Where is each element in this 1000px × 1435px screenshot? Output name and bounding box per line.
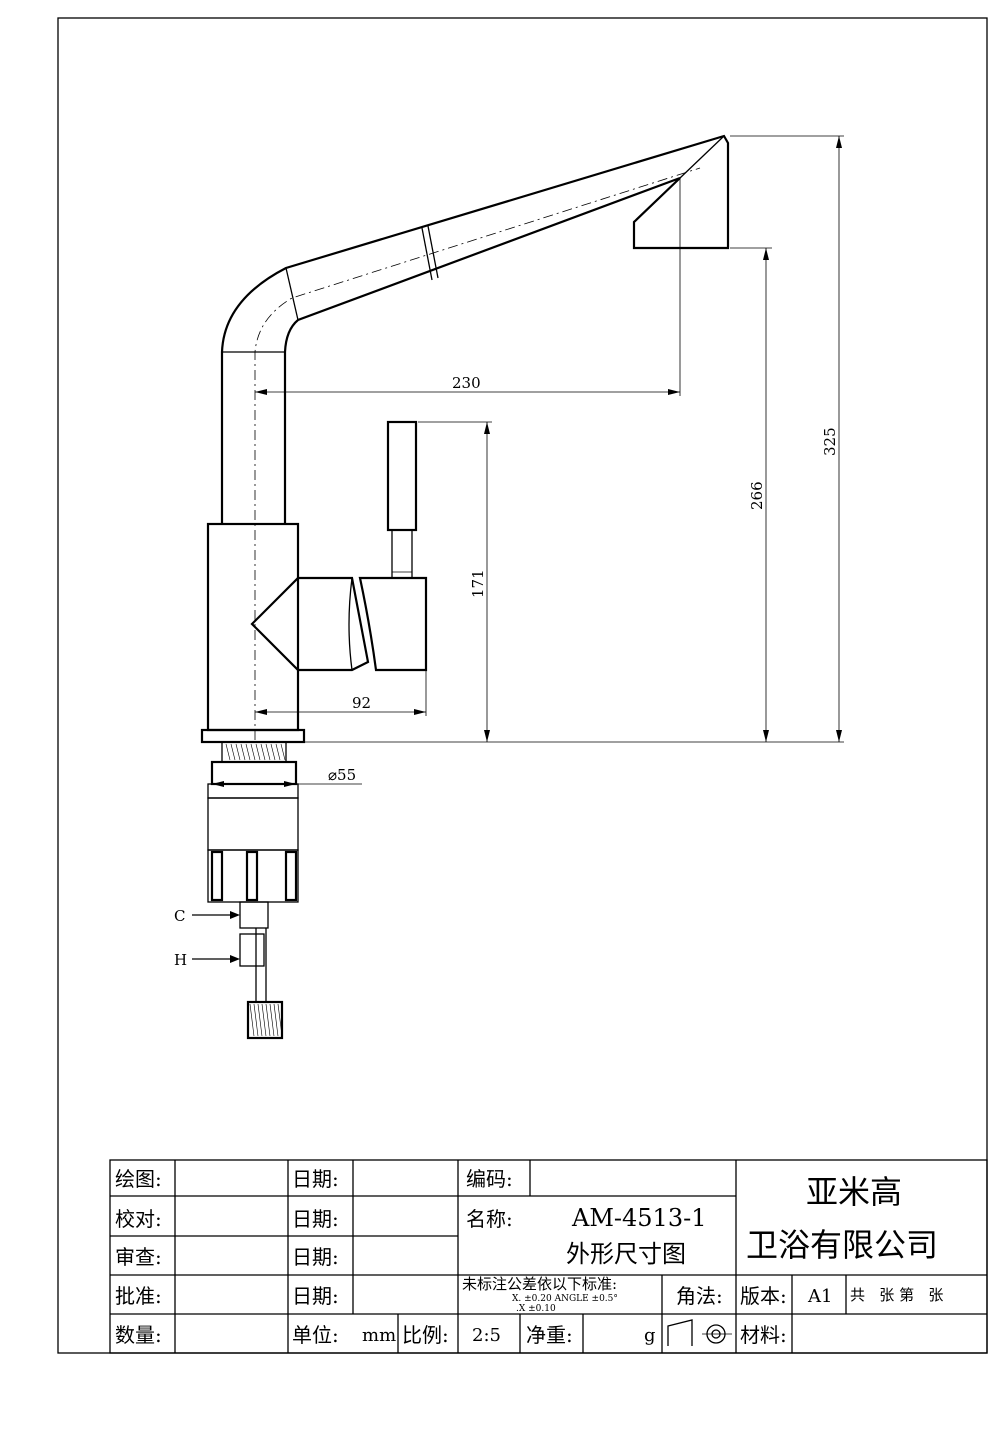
lower-body [207, 797, 299, 851]
dim-55: ⌀55 [328, 766, 356, 784]
handle-cartridge [250, 576, 370, 672]
name-label: 名称: [466, 1207, 513, 1231]
part-number: AM-4513-1 [571, 1204, 706, 1232]
lever-base [358, 576, 428, 672]
hot-label: H [174, 951, 187, 969]
material-label: 材料: [740, 1323, 787, 1347]
base-flange [200, 728, 306, 744]
thread-hatch-line [260, 743, 266, 761]
date-label-4: 日期: [292, 1284, 339, 1308]
nut-hatch-line [257, 1003, 263, 1037]
unit-label: 单位: [292, 1323, 339, 1347]
thread-hatch-line [230, 743, 236, 761]
elbow-upper-joint [285, 267, 299, 321]
spout-centerline [254, 167, 701, 740]
dim-266: 266 [748, 481, 766, 510]
nut-hatch-line [273, 1003, 279, 1037]
checked-by-label: 校对: [115, 1207, 162, 1231]
dim-171: 171 [469, 569, 487, 598]
scale-value: 2:5 [472, 1325, 501, 1346]
date-label-3: 日期: [292, 1245, 339, 1269]
thread-hatching [225, 743, 286, 761]
thread-hatch-line [245, 743, 251, 761]
tolerance-title: 未标注公差依以下标准: [462, 1275, 617, 1293]
nut-hatch-line [249, 1003, 255, 1037]
hose-fitting-cold [239, 901, 269, 929]
mounting-fingers [207, 849, 299, 903]
nut-hatch-line [265, 1003, 271, 1037]
code-label: 编码: [466, 1167, 513, 1191]
company-name-line2: 卫浴有限公司 [746, 1226, 938, 1264]
drawing-frame [57, 17, 988, 1354]
hose-fitting-hot [239, 933, 265, 967]
drawing-title: 外形尺寸图 [566, 1240, 686, 1268]
nut-hatch-line [261, 1003, 267, 1037]
reviewed-by-label: 审查: [115, 1245, 162, 1269]
drawn-by-label: 绘图: [115, 1167, 162, 1191]
tolerance-line-1: X. ±0.20 ANGLE ±0.5° [512, 1294, 618, 1304]
dim-230: 230 [452, 374, 481, 392]
cold-label: C [174, 907, 185, 925]
projection-symbol [667, 1319, 732, 1346]
dim-92: 92 [352, 694, 371, 712]
title-block: 绘图: 校对: 审查: 批准: 数量: 日期: 日期: 日期: 日期: 单位: … [109, 1159, 988, 1354]
thread-hatch-line [265, 743, 271, 761]
date-label-1: 日期: [292, 1167, 339, 1191]
weight-unit: g [644, 1325, 656, 1346]
lever-stem [391, 529, 413, 579]
version-label: 版本: [740, 1284, 787, 1308]
thread-hatch-line [255, 743, 261, 761]
projection-label: 角法: [676, 1284, 723, 1308]
nut-hatch-line [253, 1003, 259, 1037]
faucet-drawing: C H 230 92 171 266 3 [174, 134, 844, 1040]
nut-hatch-line [269, 1003, 275, 1037]
unit-value: mm [362, 1325, 396, 1346]
approved-by-label: 批准: [115, 1284, 162, 1308]
date-label-2: 日期: [292, 1207, 339, 1231]
dim-325: 325 [821, 427, 839, 456]
pullout-seam [421, 227, 433, 281]
thread-hatch-line [235, 743, 241, 761]
spout-outline [220, 134, 730, 524]
spout-inner-edge [679, 135, 725, 179]
sheet-count: 共 张 第 张 [850, 1286, 943, 1304]
thread-hatch-line [270, 743, 276, 761]
quantity-label: 数量: [115, 1323, 162, 1347]
handle-cartridge-cut [348, 577, 353, 671]
thread-hatch-line [225, 743, 231, 761]
thread-hatch-line [240, 743, 246, 761]
scale-label: 比例: [402, 1323, 449, 1347]
weight-label: 净重: [526, 1323, 573, 1347]
hose-nut [246, 1000, 284, 1040]
pullout-seam [427, 225, 439, 279]
thread-hatch-line [275, 743, 281, 761]
lever-handle [386, 420, 418, 532]
company-name-line1: 亚米高 [806, 1173, 902, 1211]
version-value: A1 [807, 1286, 832, 1307]
mounting-nut [210, 760, 298, 786]
hose-nut-hatch [249, 1003, 283, 1037]
thread-hatch-line [280, 743, 286, 761]
thread-hatch-line [250, 743, 256, 761]
nut-hatch-line [277, 1003, 283, 1037]
faucet-body [206, 522, 300, 732]
tolerance-line-2: .X ±0.10 [516, 1304, 556, 1314]
